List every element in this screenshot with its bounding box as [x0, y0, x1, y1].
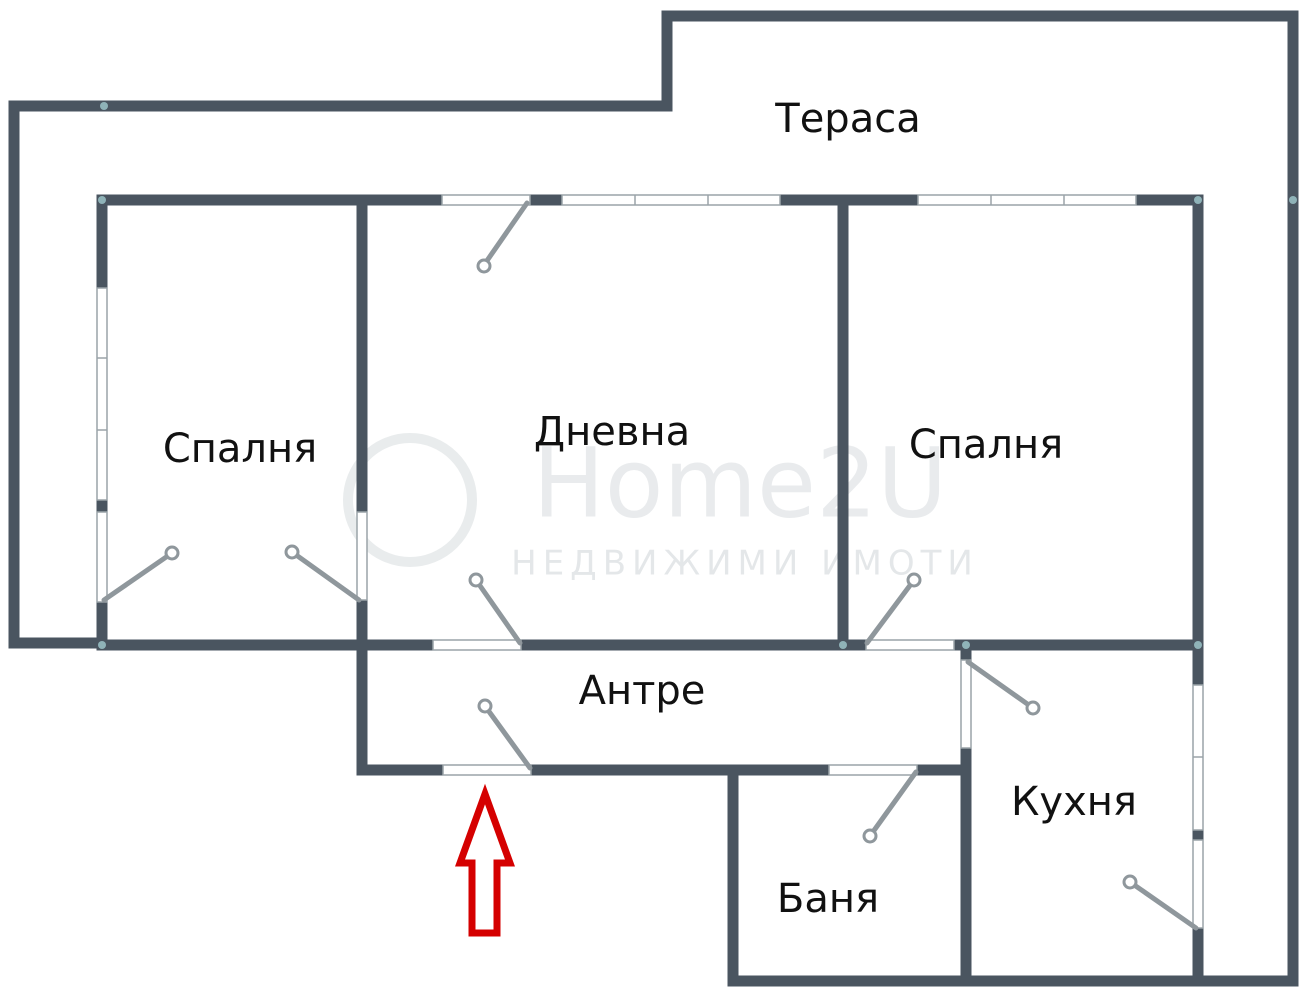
terrace-label: Тераса — [774, 96, 920, 142]
kitchen-door — [965, 659, 1041, 716]
doors — [101, 200, 1199, 931]
living-room-door-opening — [432, 639, 522, 651]
entrance-door-opening — [442, 764, 532, 776]
bedroom-left-balcony-door — [101, 545, 180, 603]
bathroom-door-opening — [828, 764, 918, 776]
bedroom-right-window — [917, 194, 1137, 206]
bedroom-left-door-opening — [356, 511, 368, 601]
bedroom-left-door — [284, 544, 362, 603]
watermark: Home2U НЕДВИЖИМИ ИМОТИ — [343, 427, 979, 584]
terrace-outer-wall — [8, 10, 1299, 987]
bedroom-left-window — [96, 287, 108, 501]
kitchen-label: Кухня — [1011, 779, 1137, 825]
bedroom-right-door — [864, 572, 922, 646]
living-room-balcony-door — [476, 200, 530, 274]
bedroom-right-door-opening — [865, 639, 955, 651]
living-room-door — [468, 572, 523, 646]
entrance-door — [477, 698, 533, 771]
watermark-brand: Home2U — [533, 427, 948, 539]
bedroom-left-balcony-opening — [96, 511, 108, 603]
living-room-balcony-opening — [441, 194, 531, 206]
kitchen-balcony-door — [1122, 874, 1199, 931]
room-labels: Тераса Спалня Дневна Спалня Антре Кухня … — [163, 96, 1137, 922]
hallway-label: Антре — [579, 668, 706, 714]
kitchen-door-opening — [960, 659, 972, 749]
kitchen-balcony-opening — [1192, 839, 1204, 929]
bedroom-right-label: Спалня — [909, 422, 1063, 468]
up-arrow-icon — [455, 783, 515, 937]
watermark-subtitle: НЕДВИЖИМИ ИМОТИ — [511, 544, 979, 584]
living-room-label: Дневна — [534, 409, 690, 455]
watermark-logo-icon — [343, 433, 477, 567]
bathroom-door — [862, 769, 919, 844]
bedroom-left-label: Спалня — [163, 426, 317, 472]
bathroom-label: Баня — [777, 876, 879, 922]
wall-nodes — [98, 102, 1297, 649]
living-room-window — [561, 194, 781, 206]
